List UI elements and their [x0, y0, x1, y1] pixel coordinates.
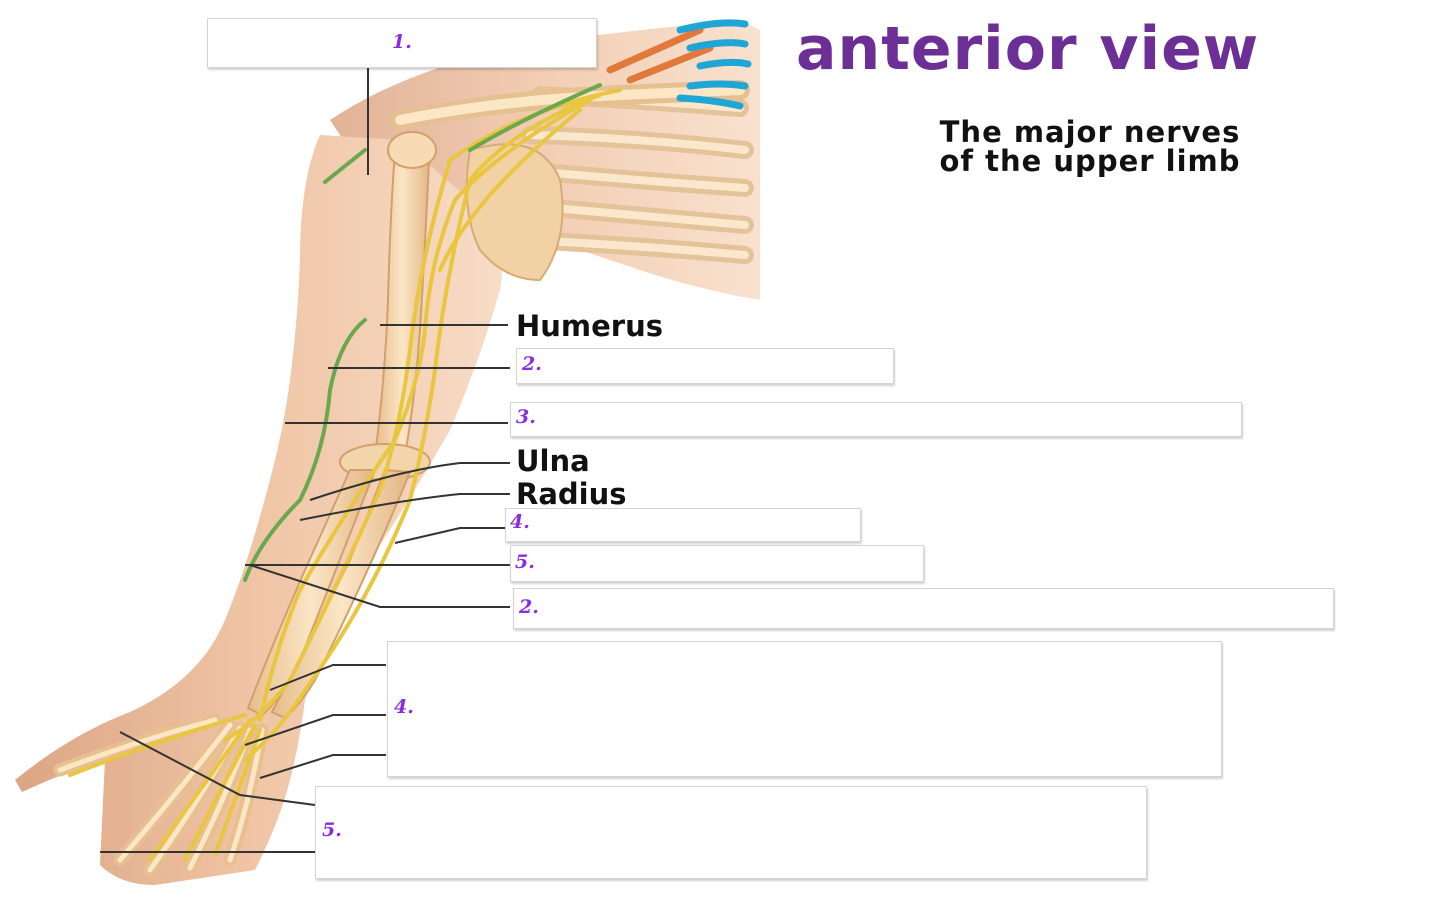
answer-box-number: 4. [510, 511, 530, 533]
answer-box-4b[interactable]: 4. [387, 641, 1222, 777]
answer-box-number: 5. [515, 551, 535, 573]
label-ulna: Ulna [516, 444, 590, 478]
answer-box-5[interactable]: 5. [510, 545, 924, 582]
answer-box-number: 3. [516, 406, 536, 428]
subtitle-line-1: The major nerves [939, 115, 1241, 149]
label-radius: Radius [516, 477, 627, 511]
answer-box-4[interactable]: 4. [505, 508, 861, 542]
answer-box-number: 2. [522, 353, 542, 375]
answer-box-number: 5. [322, 819, 342, 841]
leader-lines [100, 68, 510, 853]
page-title: anterior view [796, 14, 1260, 84]
green-nerve [243, 83, 602, 582]
nerves [68, 88, 622, 862]
subtitle: The major nerves of the upper limb [830, 118, 1350, 176]
answer-box-1[interactable]: 1. [207, 18, 597, 68]
answer-box-5b[interactable]: 5. [315, 786, 1147, 879]
label-humerus: Humerus [516, 309, 664, 343]
answer-box-number: 1. [392, 31, 412, 53]
answer-box-number: 4. [394, 696, 414, 718]
subtitle-line-2: of the upper limb [939, 144, 1241, 178]
answer-box-2b[interactable]: 2. [513, 588, 1334, 629]
arm-skin [15, 135, 502, 885]
answer-box-number: 2. [519, 596, 539, 618]
plexus-roots [606, 19, 752, 110]
answer-box-2[interactable]: 2. [516, 348, 894, 384]
answer-box-3[interactable]: 3. [510, 402, 1242, 437]
